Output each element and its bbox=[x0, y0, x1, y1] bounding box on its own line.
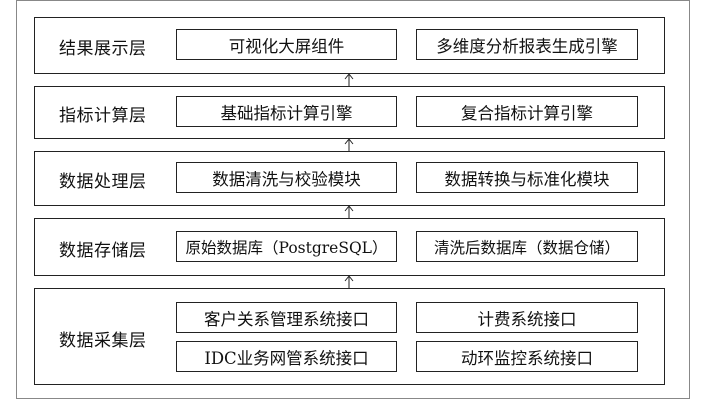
box-crm-interface: 客户关系管理系统接口 bbox=[176, 302, 397, 333]
layer-collection: 数据采集层 客户关系管理系统接口 计费系统接口 IDC业务网管系统接口 动环监控… bbox=[34, 288, 665, 385]
box-cleaned-database: 清洗后数据库（数据仓储） bbox=[416, 231, 638, 262]
box-transformation-standardization-module: 数据转换与标准化模块 bbox=[416, 162, 638, 193]
layer-label-presentation: 结果展示层 bbox=[59, 39, 147, 59]
box-visual-dashboard-component: 可视化大屏组件 bbox=[176, 29, 397, 60]
layer-label-indicator: 指标计算层 bbox=[59, 106, 147, 126]
layer-presentation: 结果展示层 可视化大屏组件 多维度分析报表生成引擎 bbox=[34, 17, 665, 74]
box-env-monitoring-interface: 动环监控系统接口 bbox=[416, 341, 638, 372]
arrow-up-storage-to-processing bbox=[344, 205, 354, 219]
layer-storage: 数据存储层 原始数据库（PostgreSQL） 清洗后数据库（数据仓储） bbox=[34, 218, 665, 276]
arrow-up-collection-to-storage bbox=[344, 275, 354, 289]
layer-label-processing: 数据处理层 bbox=[59, 172, 147, 192]
box-cleaning-validation-module: 数据清洗与校验模块 bbox=[176, 162, 397, 193]
layer-label-storage: 数据存储层 bbox=[59, 241, 147, 261]
diagram-frame bbox=[16, 0, 690, 399]
box-multidim-report-engine: 多维度分析报表生成引擎 bbox=[416, 29, 638, 60]
layer-label-collection: 数据采集层 bbox=[59, 331, 147, 351]
box-billing-interface: 计费系统接口 bbox=[416, 302, 638, 333]
layer-indicator: 指标计算层 基础指标计算引擎 复合指标计算引擎 bbox=[34, 86, 665, 139]
layer-processing: 数据处理层 数据清洗与校验模块 数据转换与标准化模块 bbox=[34, 151, 665, 206]
arrow-up-indicator-to-presentation bbox=[344, 73, 354, 87]
box-basic-indicator-engine: 基础指标计算引擎 bbox=[176, 96, 397, 127]
box-composite-indicator-engine: 复合指标计算引擎 bbox=[416, 96, 638, 127]
box-raw-database: 原始数据库（PostgreSQL） bbox=[176, 231, 397, 262]
arrow-up-processing-to-indicator bbox=[344, 138, 354, 152]
box-idc-nms-interface: IDC业务网管系统接口 bbox=[176, 341, 397, 372]
